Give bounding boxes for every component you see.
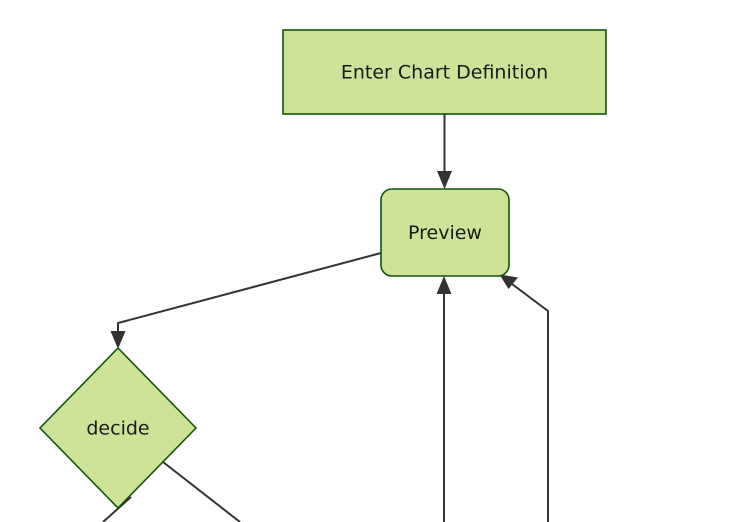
node-enter-chart-definition[interactable]: Enter Chart Definition [282,29,607,115]
node-shape-diamond[interactable] [38,346,198,510]
arrowhead-offscreen-to-preview-right [499,274,518,289]
edge-line-decide-out-right [162,461,241,522]
node-shape-rectangle[interactable] [282,29,607,115]
edge-offscreen-to-preview-center [436,276,452,522]
edge-preview-to-decide [110,252,382,349]
edge-decide-out-left [102,496,132,522]
edge-line-preview-to-decide [117,252,382,338]
edge-line-offscreen-to-preview-right [507,280,549,522]
edge-enter-to-preview [437,114,452,189]
arrowhead-preview-to-decide [110,331,126,349]
node-decide[interactable]: decide [38,346,198,510]
edge-line-decide-out-left [102,496,132,522]
arrowhead-offscreen-to-preview-center [436,276,452,294]
node-preview[interactable]: Preview [380,188,510,277]
node-shape-rounded-rectangle[interactable] [380,188,510,277]
arrowhead-enter-to-preview [437,171,452,189]
edge-decide-out-right [162,461,241,522]
edge-offscreen-to-preview-right [499,274,549,522]
